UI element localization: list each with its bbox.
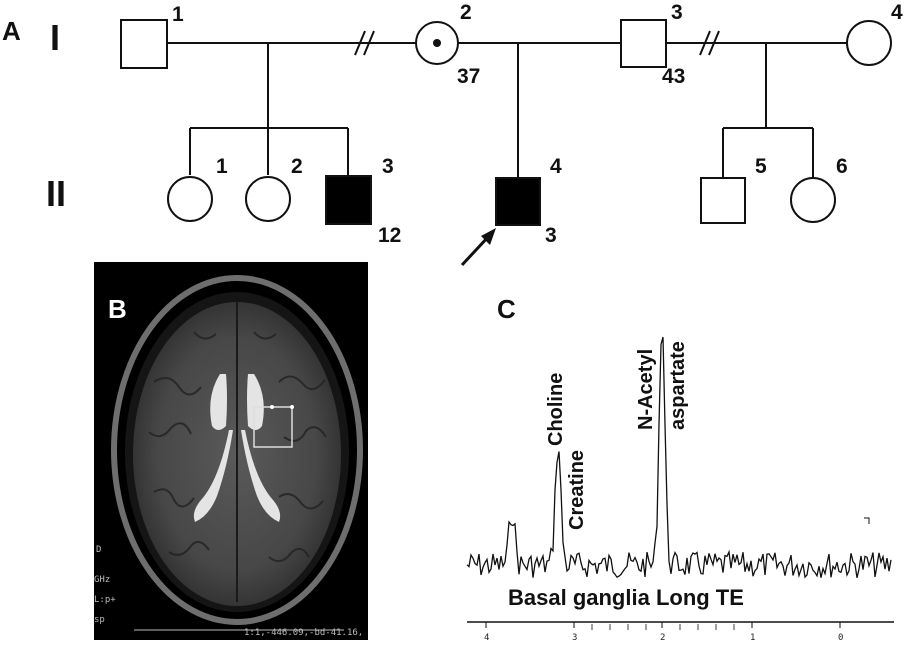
gen2-id-6: 6 <box>836 155 848 178</box>
generation-ii-label: II <box>46 173 67 214</box>
naa-label-line1: N-Acetyl <box>635 348 657 430</box>
divorce-mark-1b <box>363 30 375 56</box>
gen2-id-5: 5 <box>755 155 767 178</box>
gen2-id-4: 4 <box>550 155 562 178</box>
divorce-mark-1a <box>354 30 366 56</box>
panel-c-label: C <box>497 294 516 324</box>
ppm-tick-4: 4 <box>484 633 490 643</box>
gen1-age-2: 37 <box>457 65 481 88</box>
ppm-tick-1: 1 <box>750 633 756 643</box>
divorce-mark-2a <box>699 30 711 56</box>
gen2-female-2-symbol <box>245 176 291 222</box>
choline-label: Choline <box>545 372 567 446</box>
gen2-female-1-symbol <box>167 176 213 222</box>
mri-side-text-4: sp <box>94 615 105 625</box>
gen1-male-3-symbol <box>620 19 667 68</box>
mri-bottom-text: 1:1,-446.09,-bd-41.16, <box>244 628 364 638</box>
naa-label-line2: aspartate <box>667 341 689 430</box>
brain-scan-illustration <box>111 275 363 631</box>
gen1-age-3: 43 <box>662 65 686 88</box>
ppm-tick-0: 0 <box>838 633 844 643</box>
carrier-dot-icon <box>433 39 441 47</box>
generation-i-label: I <box>50 17 61 58</box>
mr-spectrum <box>466 336 894 630</box>
mri-side-text-2: GHz <box>94 575 111 585</box>
pedigree-diagram <box>120 19 892 267</box>
gen2-male-4-proband-symbol <box>495 177 541 226</box>
mri-side-text-3: L:p+ <box>94 595 116 605</box>
gen1-id-4: 4 <box>891 1 903 24</box>
panel-a-label: A <box>2 16 21 46</box>
gen2-id-1: 1 <box>216 155 228 178</box>
gen2-male-3-affected-symbol <box>325 175 372 225</box>
gen1-male-1-symbol <box>120 19 168 69</box>
gen2-age-3: 12 <box>378 224 402 247</box>
gen2-age-4: 3 <box>545 224 557 247</box>
ppm-tick-2: 2 <box>660 633 666 643</box>
gen2-male-5-symbol <box>700 177 746 224</box>
spectrum-trace <box>466 336 892 579</box>
gen2-female-6-symbol <box>790 177 836 223</box>
gen2-id-3: 3 <box>382 155 394 178</box>
ppm-tick-3: 3 <box>572 633 578 643</box>
mri-side-text-1: D <box>96 545 102 555</box>
creatine-label: Creatine <box>566 449 588 530</box>
gen1-id-3: 3 <box>671 1 683 24</box>
divorce-mark-2b <box>708 30 720 56</box>
mri-image: D GHz L:p+ sp 1:1,-446.09,-bd-41.16, <box>94 262 368 640</box>
proband-arrow-icon <box>460 228 496 267</box>
gen1-female-4-symbol <box>846 20 892 66</box>
spectrum-caption: Basal ganglia Long TE <box>508 585 744 610</box>
gen2-id-2: 2 <box>291 155 303 178</box>
panel-b-label: B <box>108 294 127 324</box>
gen1-id-2: 2 <box>460 1 472 24</box>
gen1-id-1: 1 <box>172 3 184 26</box>
